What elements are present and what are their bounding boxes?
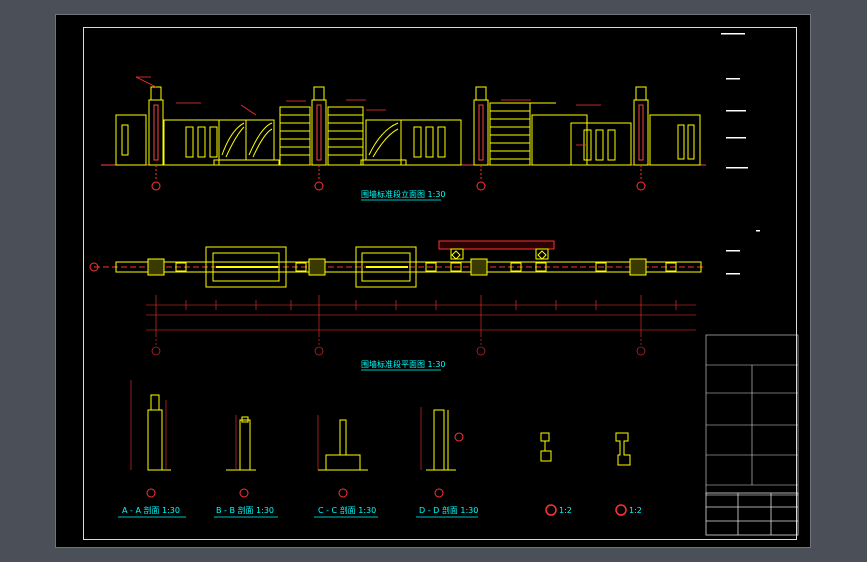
plan-view (89, 240, 706, 288)
detail-2-label: 1:2 (629, 506, 642, 515)
title-block (705, 492, 799, 536)
elevation-annotations (135, 76, 601, 146)
detail-1-label: 1:2 (559, 506, 572, 515)
section-d-label: D - D 剖面 1:30 (419, 505, 478, 515)
elevation-axis-markers (151, 165, 646, 191)
section-b-label: B - B 剖面 1:30 (216, 505, 274, 515)
elevation-title: 围墙标准段立面图 1:30 (361, 189, 446, 199)
sheet-border (83, 27, 797, 540)
plan-dimensions (146, 295, 696, 356)
detail-2 (615, 432, 631, 516)
section-c-label: C - C 剖面 1:30 (318, 505, 376, 515)
section-a-label: A - A 剖面 1:30 (122, 505, 180, 515)
drawing-sheet: 围墙标准段立面图 1:30 (55, 14, 811, 548)
detail-1 (540, 432, 557, 516)
cad-drawing: 围墙标准段立面图 1:30 (89, 33, 799, 536)
section-c (317, 415, 368, 498)
plan-title: 围墙标准段平面图 1:30 (361, 359, 446, 369)
notes-column (721, 33, 760, 275)
section-views (130, 380, 631, 516)
elevation-view (101, 86, 706, 166)
section-d (420, 407, 464, 498)
section-b (226, 415, 256, 498)
legend-table (705, 334, 799, 496)
section-a (130, 380, 171, 498)
